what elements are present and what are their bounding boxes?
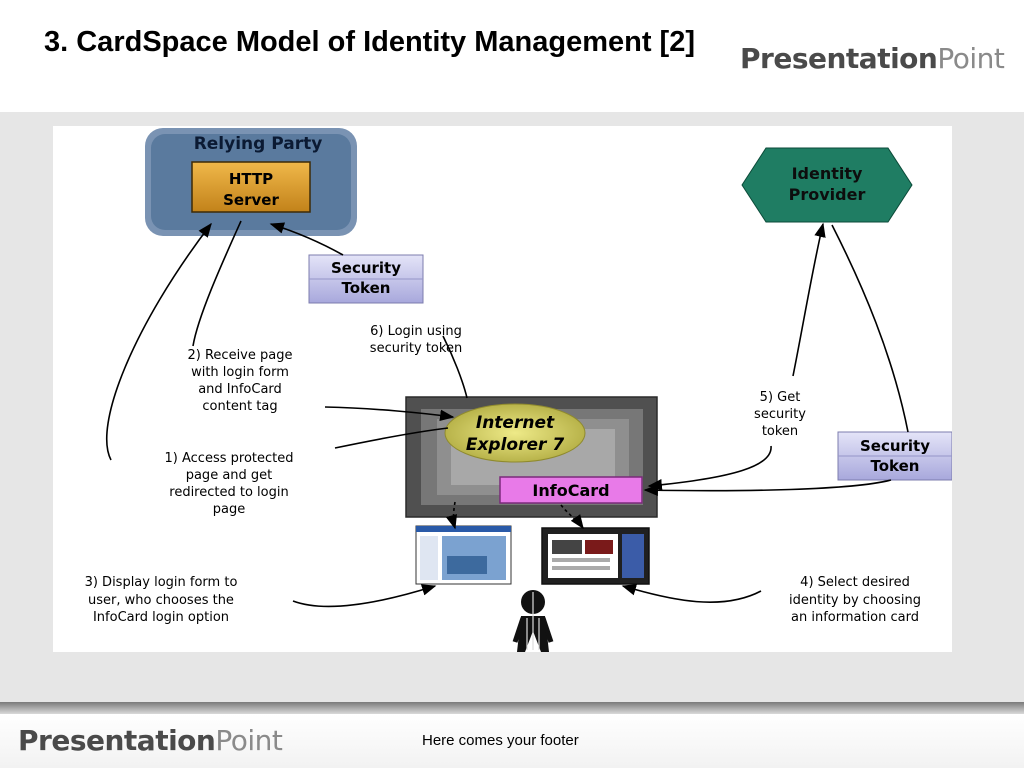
login-page-thumbnail	[415, 525, 512, 585]
user-figure-icon	[512, 590, 554, 652]
identity-provider-label-1: Identity	[792, 164, 863, 183]
identity-provider: Identity Provider	[741, 147, 913, 223]
svg-text:and InfoCard: and InfoCard	[198, 382, 282, 397]
presentationpoint-logo: PresentationPoint	[740, 42, 1005, 75]
diagram-arrows	[105, 220, 909, 608]
relying-party: Relying Party HTTP Server	[145, 128, 357, 236]
http-server-label-2: Server	[223, 191, 279, 209]
svg-text:6) Login using: 6) Login using	[370, 324, 462, 339]
relying-party-title: Relying Party	[194, 134, 323, 154]
infocard-selector-thumbnail	[541, 527, 650, 585]
step-4-label: 4) Select desired identity by choosing a…	[789, 575, 921, 625]
svg-text:page and get: page and get	[186, 468, 273, 483]
identity-provider-label-2: Provider	[789, 185, 866, 204]
svg-text:security token: security token	[370, 341, 462, 356]
cardspace-diagram: Relying Party HTTP Server Identity Provi…	[53, 126, 953, 652]
presentationpoint-footer-logo: PresentationPoint	[18, 724, 283, 757]
step-labels: 6) Login using security token 2) Receive…	[85, 324, 921, 625]
svg-text:2) Receive page: 2) Receive page	[188, 348, 293, 363]
svg-text:security: security	[754, 407, 806, 422]
http-server-box	[191, 161, 311, 213]
step-1-label: 1) Access protected page and get redirec…	[165, 451, 294, 517]
security-token-left-label-1: Security	[331, 259, 401, 277]
step-3-label: 3) Display login form to user, who choos…	[85, 575, 238, 625]
step-5-label: 5) Get security token	[754, 390, 806, 439]
svg-text:5) Get: 5) Get	[760, 390, 801, 405]
security-token-right: Security Token	[837, 431, 953, 481]
step-6-label: 6) Login using security token	[370, 324, 462, 356]
slide-header: 3. CardSpace Model of Identity Managemen…	[0, 0, 1024, 112]
svg-text:page: page	[213, 502, 245, 517]
svg-text:InfoCard login option: InfoCard login option	[93, 610, 229, 625]
browser-label-2: Explorer 7	[466, 435, 564, 455]
svg-text:an information card: an information card	[791, 610, 919, 625]
security-token-right-label-1: Security	[860, 437, 930, 455]
footer-text: Here comes your footer	[422, 732, 579, 749]
security-token-left: Security Token	[308, 254, 424, 304]
svg-text:content tag: content tag	[202, 399, 277, 414]
svg-text:with login form: with login form	[191, 365, 289, 380]
step-2-label: 2) Receive page with login form and Info…	[188, 348, 293, 414]
svg-text:user, who chooses the: user, who chooses the	[88, 593, 234, 608]
infocard-box: InfoCard	[499, 476, 643, 504]
http-server-label-1: HTTP	[229, 170, 273, 188]
browser-label-1: Internet	[476, 413, 555, 433]
svg-text:identity by choosing: identity by choosing	[789, 593, 921, 608]
svg-text:3) Display login form to: 3) Display login form to	[85, 575, 238, 590]
slide-footer	[0, 714, 1024, 768]
svg-text:4) Select desired: 4) Select desired	[800, 575, 910, 590]
infocard-label: InfoCard	[532, 481, 609, 500]
slide-title: 3. CardSpace Model of Identity Managemen…	[44, 26, 695, 58]
svg-text:token: token	[762, 424, 798, 439]
svg-text:redirected to login: redirected to login	[169, 485, 288, 500]
security-token-left-label-2: Token	[342, 279, 391, 297]
svg-text:1) Access protected: 1) Access protected	[165, 451, 294, 466]
footer-divider	[0, 702, 1024, 714]
security-token-right-label-2: Token	[871, 457, 920, 475]
